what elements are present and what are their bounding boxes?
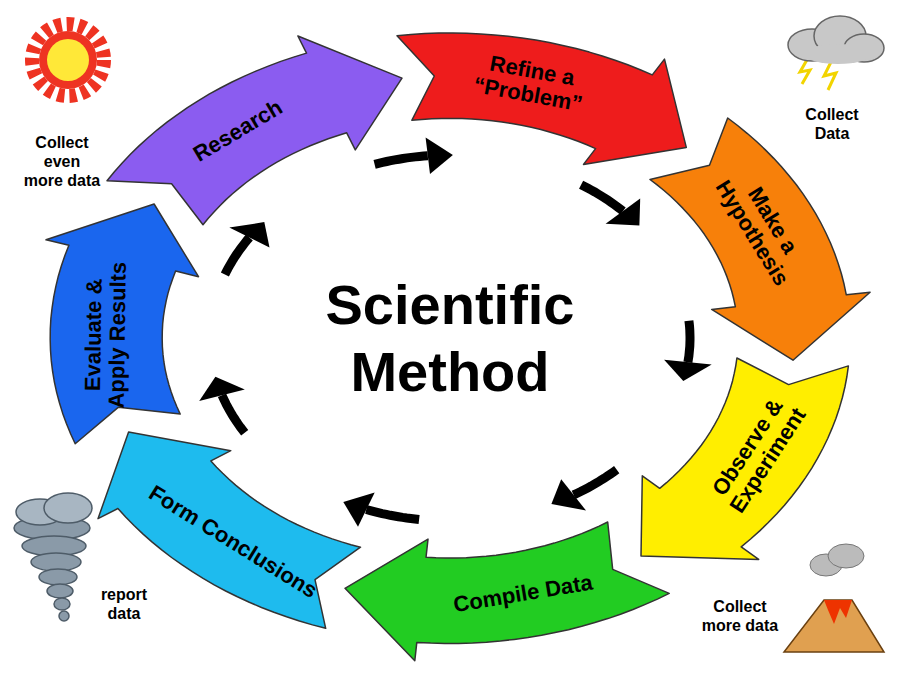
arrow-shape <box>46 204 198 444</box>
small-arrow-body <box>225 238 250 275</box>
arrow-shape <box>650 118 870 360</box>
cycle-arrows <box>199 138 712 527</box>
small-arrow-head <box>606 198 641 225</box>
cycle-arrow: Research <box>104 33 405 228</box>
small-arrow-head <box>551 479 586 510</box>
tornado-icon <box>14 493 92 621</box>
volcano-icon <box>784 544 884 652</box>
cycle-arrow: Compile Data <box>342 519 672 664</box>
diagram-title: Scientific Method <box>285 271 615 405</box>
small-arrow-body <box>366 510 419 520</box>
small-arrow-head <box>199 377 245 401</box>
arrow-shape <box>641 358 848 559</box>
small-arrow-head <box>426 138 453 174</box>
sun-icon <box>32 24 104 96</box>
corner-note: Collect more data <box>700 597 780 635</box>
small-arrow-body <box>375 156 428 165</box>
storm-cloud-icon <box>788 16 884 90</box>
corner-note: report data <box>89 585 159 623</box>
arrow-shape <box>345 522 669 661</box>
arrow-shape <box>397 33 686 164</box>
cycle-arrow: Refine a “Problem” <box>394 30 689 167</box>
arrow-shape <box>107 36 402 225</box>
cycle-arrow: Observe & Experiment <box>638 355 851 562</box>
small-arrow-head <box>343 492 374 526</box>
small-arrow-head <box>229 222 269 248</box>
small-arrow-body <box>581 185 623 211</box>
corner-note: Collect even more data <box>22 133 102 191</box>
cycle-arrow: Evaluate & Apply Results <box>43 201 202 447</box>
small-arrow-body <box>688 321 690 362</box>
step-label: Evaluate & Apply Results <box>81 260 131 411</box>
small-arrow-body <box>574 470 617 495</box>
corner-note: Collect Data <box>792 105 872 143</box>
small-arrow-body <box>222 395 245 433</box>
cycle-arrow: Make a Hypothesis <box>647 115 873 363</box>
small-arrow-head <box>664 360 712 381</box>
